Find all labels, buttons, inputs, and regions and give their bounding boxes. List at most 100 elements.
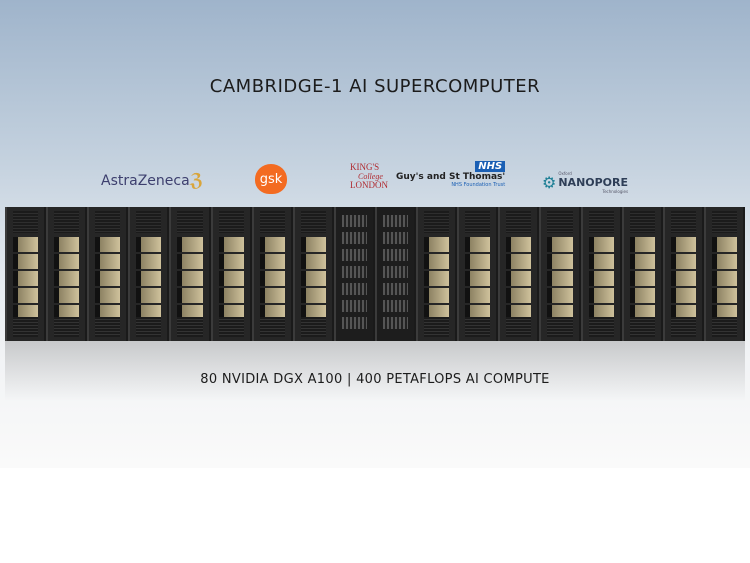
rack-vent (218, 317, 244, 337)
dgx-a100-unit (177, 271, 203, 286)
rack-vent (629, 211, 655, 233)
dgx-a100-unit (95, 288, 121, 303)
dgx-a100-unit (711, 288, 737, 303)
astrazeneca-logo: AstraZeneca ℨ (101, 170, 203, 191)
dgx-a100-unit (670, 305, 696, 320)
gear-icon: ⚙ (542, 173, 557, 192)
dgx-rack (416, 207, 458, 341)
supercomputer-racks (5, 207, 745, 341)
network-switch (382, 249, 409, 261)
gsk-logo: gsk (255, 164, 287, 194)
network-switch (341, 249, 367, 261)
network-switch (341, 215, 367, 227)
rack-vent (588, 317, 614, 337)
rack-vent (177, 317, 203, 337)
dgx-a100-unit (588, 271, 614, 286)
dgx-a100-unit (506, 237, 532, 252)
dgx-a100-unit (136, 288, 162, 303)
dgx-a100-unit (13, 237, 39, 252)
rack-vent (465, 317, 491, 337)
rack-vent (54, 211, 80, 233)
dgx-a100-unit (711, 254, 737, 269)
network-switch (341, 300, 367, 312)
dgx-a100-unit (465, 288, 491, 303)
rack-vent (136, 211, 162, 233)
dgx-a100-unit (218, 271, 244, 286)
rack-vent (218, 211, 244, 233)
dgx-a100-unit (629, 288, 655, 303)
rack-vent (259, 211, 285, 233)
dgx-rack (580, 207, 622, 341)
dgx-rack (87, 207, 129, 341)
dgx-a100-unit (218, 237, 244, 252)
dgx-a100-unit (95, 305, 121, 320)
rack-vent (54, 317, 80, 337)
page-title: CAMBRIDGE-1 AI SUPERCOMPUTER (209, 76, 541, 97)
dgx-a100-unit (95, 271, 121, 286)
dgx-a100-unit (588, 305, 614, 320)
dgx-a100-unit (670, 271, 696, 286)
dgx-a100-unit (259, 237, 285, 252)
dgx-rack (128, 207, 170, 341)
dgx-a100-unit (465, 237, 491, 252)
dgx-a100-unit (300, 237, 326, 252)
nhs-guys-logo: NHS Guy's and St Thomas' NHS Foundation … (396, 161, 506, 188)
dgx-a100-unit (259, 305, 285, 320)
rack-vent (136, 317, 162, 337)
dgx-a100-unit (13, 305, 39, 320)
rack-vent (300, 211, 326, 233)
dgx-a100-unit (136, 254, 162, 269)
rack-vent (711, 211, 737, 233)
dgx-a100-unit (54, 271, 80, 286)
dgx-a100-unit (177, 254, 203, 269)
dgx-a100-unit (547, 237, 573, 252)
dgx-a100-unit (136, 305, 162, 320)
dgx-a100-unit (424, 254, 450, 269)
rack-vent (465, 211, 491, 233)
dgx-a100-unit (670, 254, 696, 269)
dgx-a100-unit (136, 237, 162, 252)
dgx-a100-unit (177, 237, 203, 252)
dgx-a100-unit (13, 288, 39, 303)
dgx-a100-unit (259, 288, 285, 303)
dgx-a100-unit (177, 305, 203, 320)
dgx-a100-unit (547, 288, 573, 303)
dgx-a100-unit (547, 271, 573, 286)
network-switch (341, 232, 367, 244)
dgx-a100-unit (588, 254, 614, 269)
dgx-a100-unit (465, 305, 491, 320)
rack-vent (547, 317, 573, 337)
dgx-a100-unit (547, 254, 573, 269)
dgx-a100-unit (259, 254, 285, 269)
rack-vent (13, 211, 39, 233)
dgx-a100-unit (629, 305, 655, 320)
dgx-a100-unit (506, 254, 532, 269)
specs-caption: 80 NVIDIA DGX A100 | 400 PETAFLOPS AI CO… (200, 372, 550, 387)
dgx-a100-unit (300, 271, 326, 286)
dgx-a100-unit (300, 305, 326, 320)
dgx-a100-unit (300, 254, 326, 269)
network-rack (333, 207, 375, 341)
network-switch (382, 283, 409, 295)
rack-vent (629, 317, 655, 337)
rack-vent (588, 211, 614, 233)
dgx-a100-unit (136, 271, 162, 286)
oxford-nanopore-logo: ⚙ Oxford NANOPORE Technologies (542, 171, 629, 194)
dgx-a100-unit (424, 271, 450, 286)
dgx-a100-unit (95, 254, 121, 269)
rack-vent (547, 211, 573, 233)
rack-vent (95, 211, 121, 233)
dgx-a100-unit (177, 288, 203, 303)
dgx-a100-unit (54, 237, 80, 252)
network-switch (341, 266, 367, 278)
dgx-a100-unit (54, 288, 80, 303)
dgx-a100-unit (711, 305, 737, 320)
rack-vent (95, 317, 121, 337)
dgx-a100-unit (424, 237, 450, 252)
dgx-rack (5, 207, 47, 341)
dgx-rack (703, 207, 745, 341)
dgx-a100-unit (670, 288, 696, 303)
floor-reflection (5, 341, 745, 401)
rack-vent (424, 211, 450, 233)
dgx-rack (539, 207, 581, 341)
